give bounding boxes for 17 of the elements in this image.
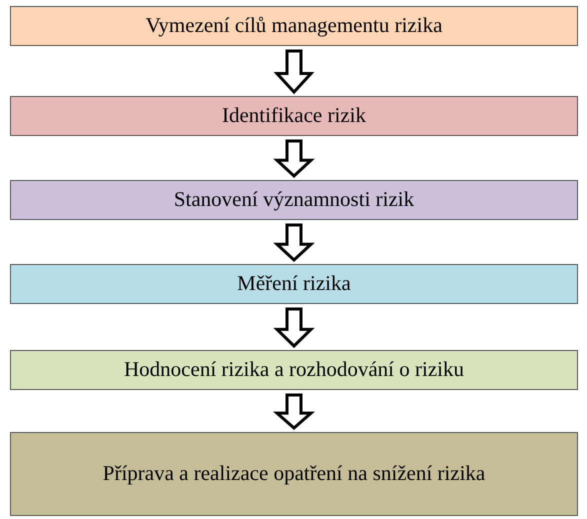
step-label: Příprava a realizace opatření na snížení rizika — [102, 461, 486, 487]
step-label: Měření rizika — [237, 271, 351, 297]
process-box — [10, 96, 578, 136]
step-label: Hodnocení rizika a rozhodování o riziku — [124, 357, 464, 383]
process-box — [10, 350, 578, 390]
block-arrow — [273, 308, 315, 348]
block-arrow — [273, 224, 315, 262]
step-label: Identifikace rizik — [222, 103, 366, 129]
step-label: Stanovení významnosti rizik — [174, 187, 414, 213]
process-box — [10, 180, 578, 220]
process-box — [10, 264, 578, 304]
block-arrow — [273, 140, 315, 178]
block-arrow — [274, 50, 314, 94]
process-box — [10, 6, 578, 46]
block-arrow — [273, 394, 315, 430]
step-label: Vymezení cílů managementu rizika — [146, 13, 442, 39]
process-box — [10, 432, 578, 516]
